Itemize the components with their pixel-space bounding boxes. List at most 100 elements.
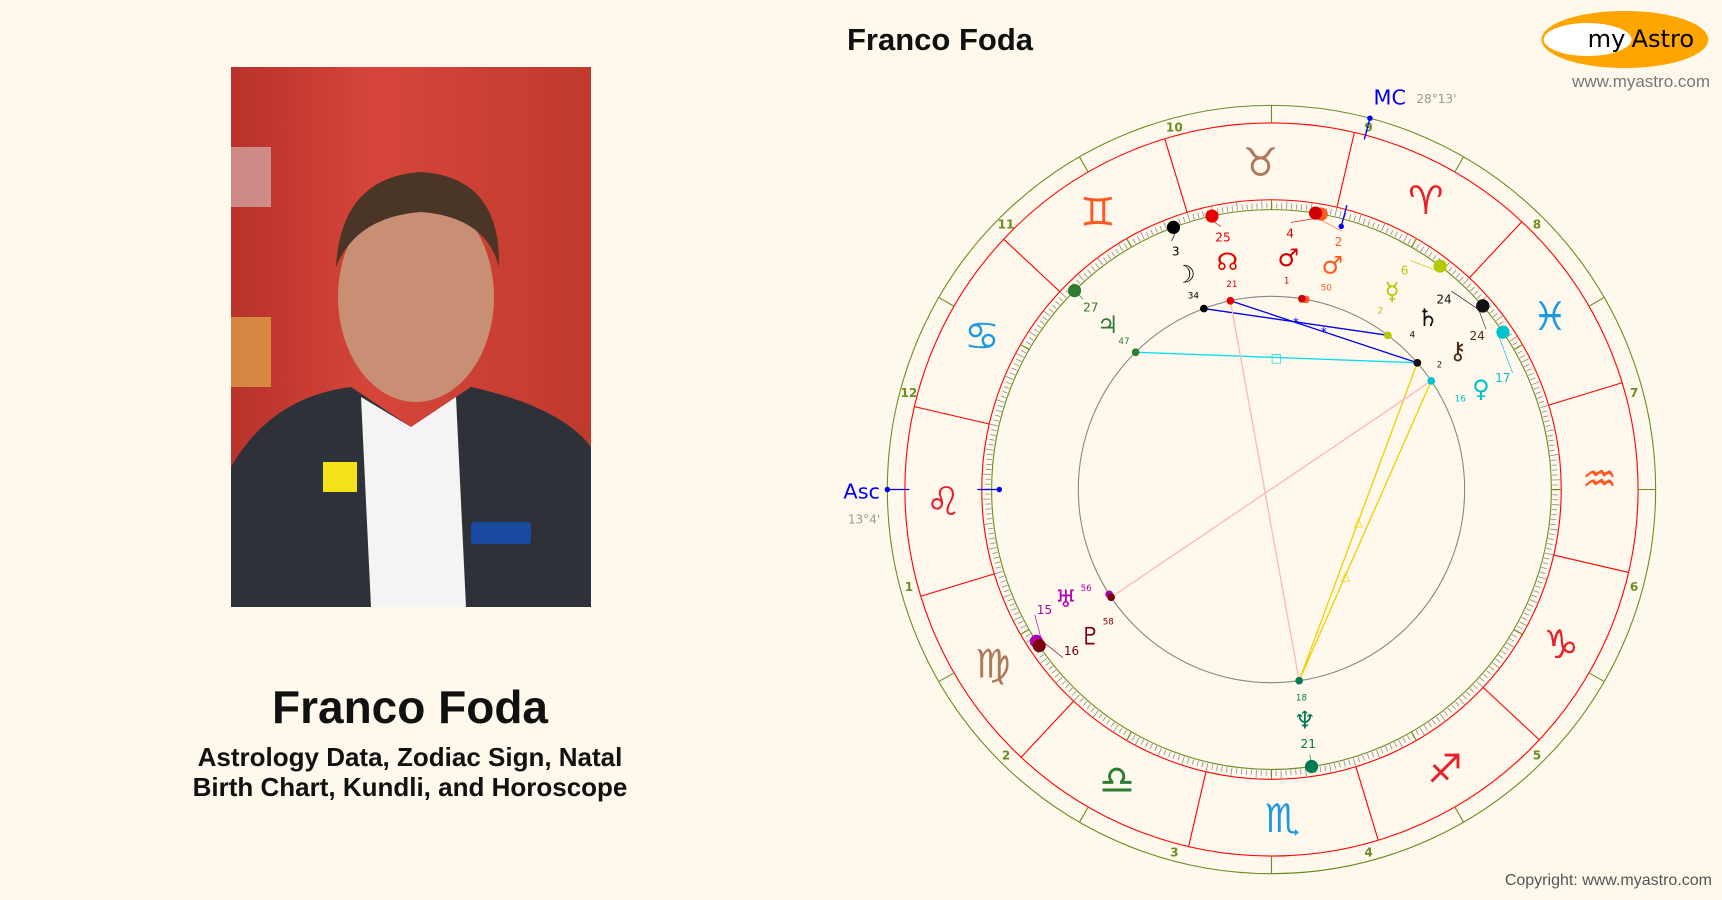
mc-line [1363,118,1371,140]
degree-tick [1531,380,1541,385]
logo-text-astro: Astro [1631,25,1694,53]
chart-title: Franco Foda [846,22,1033,57]
degree-tick [1542,415,1549,418]
degree-tick [1140,739,1144,745]
degree-tick [993,556,999,559]
degree-tick [1150,229,1154,235]
planet-minutes-uranus: 56 [1081,584,1093,594]
degree-tick [1523,612,1529,616]
planet-dot-saturn [1476,299,1490,313]
degree-tick [1157,747,1162,757]
degree-tick [1424,246,1430,255]
house-cusp-inner [1020,628,1030,635]
planet-dot-mercury [1433,259,1447,273]
degree-tick [1015,352,1024,358]
degree-tick [1090,707,1095,713]
degree-tick [1061,680,1067,685]
asc-dot [884,486,891,493]
degree-tick [1550,523,1556,526]
degree-tick [1348,759,1351,766]
degree-tick [1016,358,1022,362]
planet-minutes-venus: 16 [1455,395,1467,405]
aspect-line-trine [1298,362,1418,681]
myastro-logo[interactable]: my Astro [1541,10,1709,69]
degree-tick [1055,676,1063,684]
degree-tick [1466,283,1472,288]
planet-dot-north-node [1205,209,1219,223]
degree-tick [992,552,998,554]
degree-tick [984,448,994,451]
degree-tick [1216,765,1218,771]
planet-degree-moon: 3 [1172,245,1180,259]
degree-tick [1076,279,1081,285]
degree-tick [1004,375,1014,380]
house-cusp [1588,296,1605,307]
degree-tick [1177,754,1181,761]
house-number: 4 [1364,845,1372,859]
degree-tick [1519,354,1525,359]
degree-tick [1358,213,1362,223]
degree-tick [1506,642,1515,648]
degree-tick [1473,684,1478,690]
planet-minutes-moon: 34 [1188,291,1200,301]
asc-value: 13°4' [848,513,880,527]
degree-tick [1459,276,1464,282]
degree-tick [1546,547,1552,550]
degree-tick [1020,625,1026,629]
degree-tick [1489,309,1495,314]
planet-glyph-pluto: ♇ [1080,622,1102,650]
degree-tick [1543,557,1550,560]
degree-tick [1476,681,1484,688]
degree-tick [1221,207,1224,213]
sign-boundary [1188,771,1207,847]
house-number: 10 [1166,120,1183,134]
degree-tick [1083,272,1088,278]
degree-tick [989,423,998,427]
planet-leader-chiron [1478,309,1487,330]
subtitle-line-2: Birth Chart, Kundli, and Horoscope [192,772,628,802]
copyright-text: Copyright: www.myastro.com [1504,872,1712,889]
degree-tick [1436,716,1440,722]
planet-glyph-jupiter: ♃ [1097,311,1119,339]
degree-tick [1492,662,1500,669]
degree-tick [1344,212,1347,219]
degree-tick [1240,768,1243,775]
person-name-heading: Franco Foda [271,681,549,733]
degree-tick [1329,209,1332,215]
degree-tick [1115,248,1120,254]
planet-minutes-pluto: 58 [1103,617,1114,627]
aspect-point-saturn [1413,358,1422,367]
degree-tick [1003,589,1010,593]
degree-tick [1528,372,1534,376]
degree-tick [1201,761,1204,768]
degree-tick [1495,658,1501,663]
degree-tick [1463,277,1470,285]
degree-tick [1226,206,1229,213]
degree-tick [1476,294,1482,299]
degree-tick [1448,266,1453,272]
house-number: 8 [1533,217,1541,231]
sign-glyph-leo: ♌ [926,479,961,525]
site-url[interactable]: www.myastro.com [1572,72,1710,91]
degree-tick [1489,666,1495,671]
degree-tick [1082,701,1088,706]
planet-degree-uranus: 15 [1037,603,1052,617]
degree-tick [1025,341,1032,345]
planet-glyph-chiron: ⚷ [1449,337,1467,365]
degree-tick [1504,646,1509,651]
degree-tick [1300,768,1302,775]
degree-tick [1423,725,1428,731]
aspect-symbol-trine: △ [1354,515,1364,529]
degree-tick [1091,266,1096,272]
planet-leader-mars-2 [1320,219,1342,232]
degree-tick [1419,727,1426,736]
house-cusp-inner [1126,731,1133,741]
degree-tick [1059,291,1067,298]
degree-tick [1028,331,1037,337]
degree-tick [1012,616,1022,622]
degree-tick [1536,580,1543,584]
house-number: 3 [1170,845,1178,859]
degree-tick [1086,704,1091,709]
degree-tick [1352,758,1357,767]
